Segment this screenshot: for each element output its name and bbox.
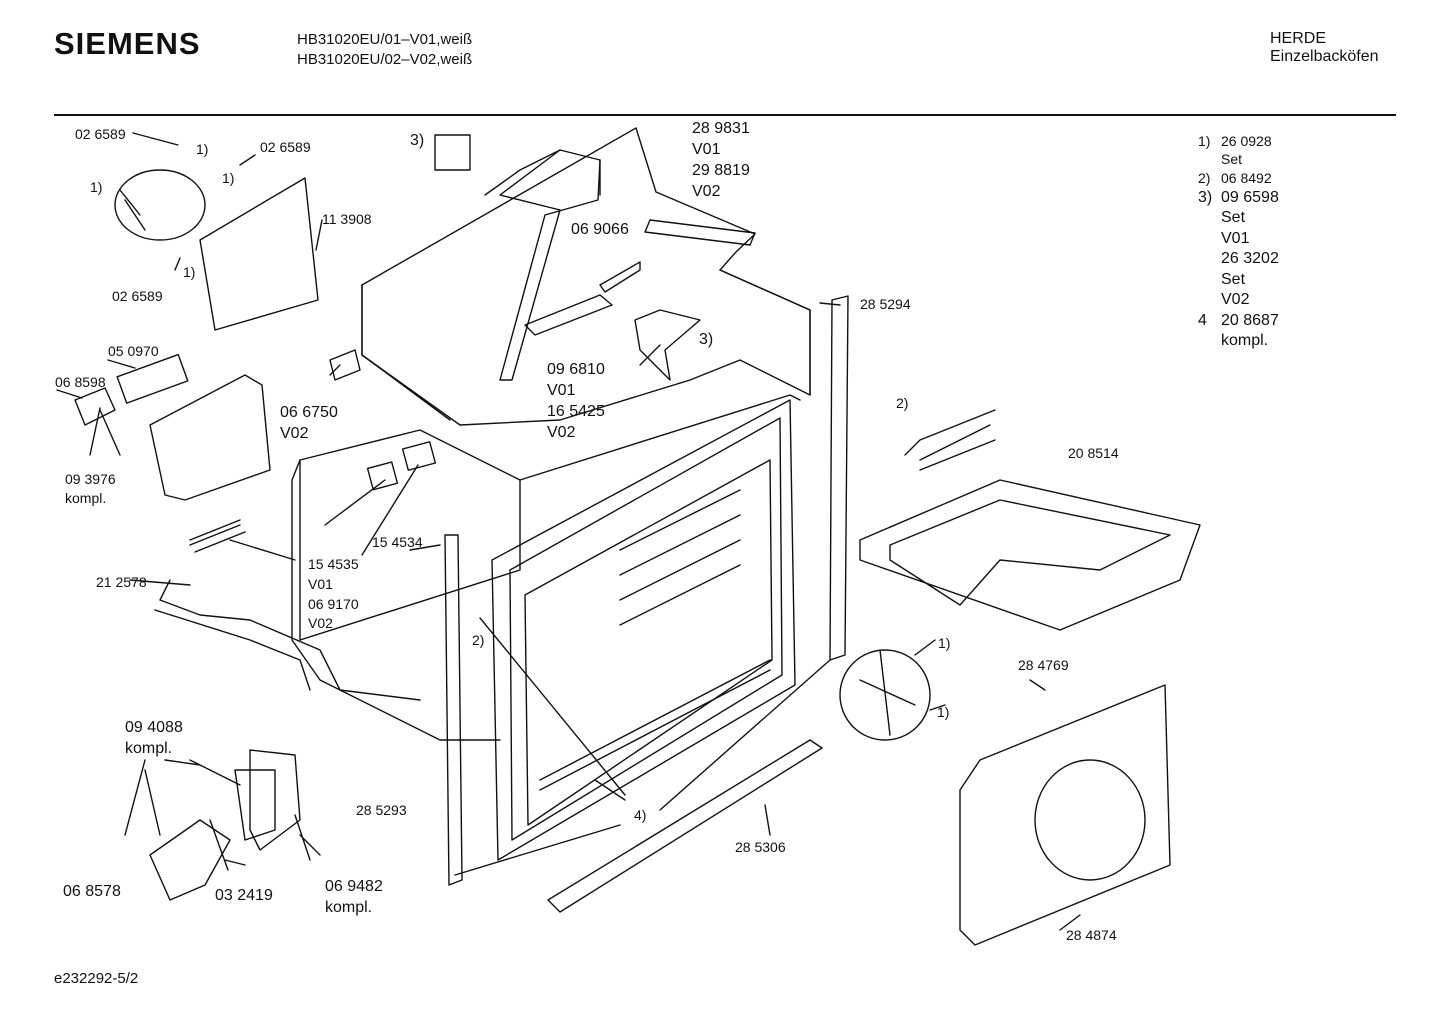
rear-panel [199,177,319,331]
callout-154535-v01: V01 [308,576,333,592]
callout-298819: 29 8819 [692,162,750,179]
note-3-line-2: Set [1221,209,1246,226]
callout-note3-a: 3) [410,132,425,149]
callout-285306: 28 5306 [735,839,786,855]
callout-285293: 28 5293 [356,802,407,818]
lamp-housing [149,819,231,901]
callout-069170: 06 9170 [308,596,359,612]
note-3-line-5: Set [1221,271,1246,288]
fan-motor [114,169,206,241]
model-line-1: HB31020EU/01–V01,weiß [297,31,473,48]
front-frame [491,399,796,861]
note-3-line-3: V01 [1221,230,1250,247]
note-3-line-1: 09 6598 [1221,189,1279,206]
grill-element [904,409,996,471]
callout-069482-kompl: kompl. [325,899,373,916]
callout-026589-b: 02 6589 [260,139,311,155]
callout-113908: 11 3908 [322,211,372,227]
side-strip-right [829,295,849,661]
rear-cover [959,684,1171,946]
note-3-line-6: V02 [1221,291,1250,308]
callout-154534: 15 4534 [372,534,423,550]
callout-093976-kompl: kompl. [65,490,107,506]
callout-154535: 15 4535 [308,556,359,572]
note-3-key: 3) [1198,189,1213,206]
rear-fan [839,649,931,741]
lamp-glass [249,749,301,851]
callout-note4: 4) [634,807,647,823]
callout-032419: 03 2419 [215,887,273,904]
callout-note2-a: 2) [896,395,909,411]
callout-165425-v02: V02 [547,424,576,441]
callout-note1-a: 1) [196,141,209,157]
oven-cavity [299,429,521,641]
callout-208514: 20 8514 [1068,445,1119,461]
rear-grille [1034,759,1146,881]
brand-logo: SIEMENS [54,26,201,61]
drawing-number: e232292-5/2 [54,970,139,987]
callout-068578: 06 8578 [63,883,121,900]
duct-chimney [499,149,601,381]
model-line-2: HB31020EU/02–V02,weiß [297,51,473,68]
header-rule [54,114,1396,116]
callout-026589-c: 02 6589 [112,288,163,304]
callout-050970: 05 0970 [108,343,159,359]
callout-289831-v01: V01 [692,141,721,158]
callout-note1-b: 1) [222,170,235,186]
note-3-line-4: 26 3202 [1221,250,1279,267]
category-line-1: HERDE [1270,30,1327,47]
fan-blade-mid [634,309,701,381]
side-strip-left [444,534,463,886]
note-1-line-1: 26 0928 [1221,133,1272,149]
callout-212578: 21 2578 [96,574,147,590]
strip-069066 [644,219,756,246]
callout-note1-d: 1) [183,264,196,280]
callout-note1-f: 1) [937,704,950,720]
thermostat-2 [401,441,437,471]
callout-note2-b: 2) [472,632,485,648]
callout-093976: 09 3976 [65,471,116,487]
callout-285294: 28 5294 [860,296,911,312]
note-2-line-1: 06 8492 [1221,170,1272,186]
callout-069066: 06 9066 [571,221,629,238]
callout-066750-v02: V02 [280,425,309,442]
thermostat-1 [366,461,399,491]
callout-094088: 09 4088 [125,719,183,736]
callout-096810: 09 6810 [547,361,605,378]
callout-284874: 28 4874 [1066,927,1117,943]
note-4-line-1: 20 8687 [1221,312,1279,329]
note-1-line-2: Set [1221,151,1243,167]
note-4-key: 4 [1198,312,1207,329]
category-line-2: Einzelbacköfen [1270,48,1379,65]
callout-069482: 06 9482 [325,878,383,895]
callout-165425: 16 5425 [547,403,605,420]
callout-096810-v01: V01 [547,382,576,399]
small-motor [434,134,471,171]
callout-298819-v02: V02 [692,183,721,200]
lower-element [189,519,246,553]
callout-094088-kompl: kompl. [125,740,173,757]
callout-note3-b: 3) [699,331,714,348]
bottom-rail [547,739,823,913]
callout-289831: 28 9831 [692,120,750,137]
note-4-line-2: kompl. [1221,332,1269,349]
callout-note1-e: 1) [938,635,951,651]
callout-069170-v02: V02 [308,615,333,631]
note-2-key: 2) [1198,170,1211,186]
note-1-key: 1) [1198,133,1211,149]
callout-026589-a: 02 6589 [75,126,126,142]
callout-note1-c: 1) [90,179,103,195]
callout-284769: 28 4769 [1018,657,1069,673]
callout-068598: 06 8598 [55,374,106,390]
control-bracket [149,374,271,501]
callout-066750: 06 6750 [280,404,338,421]
